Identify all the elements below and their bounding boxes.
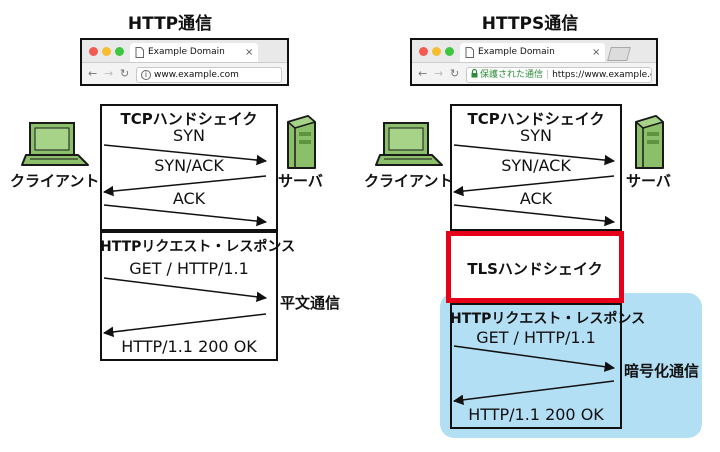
encrypted-region-background bbox=[440, 293, 702, 438]
reload-icon: ↻ bbox=[120, 67, 130, 80]
back-arrow-icon: ← bbox=[418, 67, 428, 80]
forward-arrow-icon: → bbox=[434, 67, 444, 80]
server-label: サーバ bbox=[626, 172, 671, 190]
https-browser-mockup: Example Domain × ← → ↻ 保護された通信|https://w… bbox=[410, 38, 658, 86]
syn-label: SYN bbox=[520, 126, 552, 145]
ack-label: ACK bbox=[172, 189, 206, 208]
response-arrow bbox=[452, 380, 615, 406]
response-label: HTTP/1.1 200 OK bbox=[121, 337, 257, 356]
response-arrow bbox=[102, 313, 267, 338]
syn-arrow bbox=[103, 144, 268, 166]
tcp-handshake-box bbox=[100, 104, 278, 231]
plaintext-channel-label: 平文通信 bbox=[280, 294, 341, 312]
close-icon: × bbox=[592, 47, 601, 58]
synack-label: SYN/ACK bbox=[501, 156, 571, 175]
synack-arrow bbox=[102, 175, 267, 197]
server-label: サーバ bbox=[278, 172, 323, 190]
request-arrow bbox=[103, 277, 268, 303]
browser-nav-bar: ← → ↻ 保護された通信|https://www.example.com bbox=[412, 62, 656, 84]
maximize-window-dot bbox=[445, 47, 454, 56]
ack-arrow bbox=[103, 204, 268, 227]
page-icon bbox=[465, 47, 474, 58]
back-arrow-icon: ← bbox=[88, 67, 98, 80]
syn-arrow bbox=[453, 144, 616, 166]
request-label: GET / HTTP/1.1 bbox=[476, 328, 596, 347]
http-exchange-box bbox=[450, 303, 622, 429]
page-icon bbox=[135, 47, 144, 58]
forward-arrow-icon: → bbox=[104, 67, 114, 80]
address-divider: | bbox=[546, 70, 550, 80]
secure-connection-text: 保護された通信 bbox=[480, 70, 544, 80]
response-label: HTTP/1.1 200 OK bbox=[468, 405, 604, 424]
syn-label: SYN bbox=[173, 126, 205, 145]
reload-icon: ↻ bbox=[450, 67, 460, 80]
browser-tab-bar: Example Domain × bbox=[82, 40, 287, 62]
http-heading: HTTPリクエスト・レスポンス bbox=[450, 311, 646, 327]
tcp-heading: TCPハンドシェイク bbox=[467, 110, 605, 128]
address-bar: 保護された通信|https://www.example.com bbox=[466, 67, 652, 83]
synack-label: SYN/ACK bbox=[154, 156, 224, 175]
lock-icon bbox=[471, 68, 478, 78]
server-icon bbox=[635, 115, 664, 169]
info-icon: i bbox=[141, 70, 151, 80]
encrypted-channel-label: 暗号化通信 bbox=[624, 362, 700, 380]
request-arrow bbox=[453, 345, 616, 372]
url-text: https://www.example.com bbox=[552, 70, 651, 80]
synack-arrow bbox=[452, 175, 615, 197]
browser-tab: Example Domain × bbox=[130, 43, 258, 62]
minimize-window-dot bbox=[432, 47, 441, 56]
browser-tab: Example Domain × bbox=[460, 43, 605, 62]
client-label: クライアント bbox=[364, 172, 454, 190]
browser-tab-bar: Example Domain × bbox=[412, 40, 656, 62]
server-icon bbox=[287, 115, 316, 169]
tab-title: Example Domain bbox=[478, 47, 555, 57]
close-window-dot bbox=[89, 47, 98, 56]
tls-handshake-box bbox=[446, 231, 624, 303]
tcp-handshake-box bbox=[450, 104, 622, 231]
minimize-window-dot bbox=[102, 47, 111, 56]
close-icon: × bbox=[245, 47, 254, 58]
tab-title: Example Domain bbox=[148, 47, 225, 57]
http-exchange-box bbox=[100, 231, 278, 361]
request-label: GET / HTTP/1.1 bbox=[129, 259, 249, 278]
tcp-heading: TCPハンドシェイク bbox=[120, 110, 258, 128]
url-text: www.example.com bbox=[154, 70, 239, 80]
laptop-icon bbox=[375, 122, 443, 166]
ack-label: ACK bbox=[519, 189, 553, 208]
http-title: HTTP通信 bbox=[127, 14, 213, 34]
http-heading: HTTPリクエスト・レスポンス bbox=[100, 239, 296, 255]
tls-heading: TLSハンドシェイク bbox=[467, 260, 603, 278]
ack-arrow bbox=[453, 204, 616, 227]
laptop-icon bbox=[21, 122, 89, 166]
maximize-window-dot bbox=[115, 47, 124, 56]
client-label: クライアント bbox=[10, 172, 100, 190]
close-window-dot bbox=[419, 47, 428, 56]
https-title: HTTPS通信 bbox=[481, 14, 579, 34]
